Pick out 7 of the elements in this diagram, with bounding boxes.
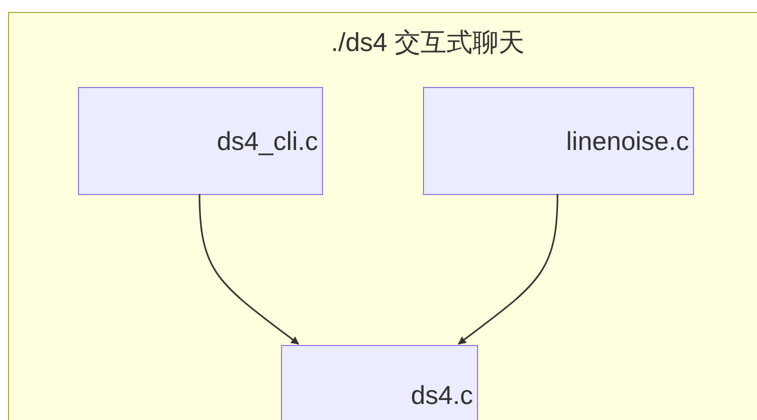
arrow [458,194,558,345]
file-box: ds4.c [281,345,478,420]
arrow [198,194,300,345]
group-title: ./ds4 交互式聊天 [331,26,525,59]
file-box: linenoise.c [423,87,694,195]
file-box: ds4_cli.c [78,87,323,195]
group-box [8,12,757,420]
